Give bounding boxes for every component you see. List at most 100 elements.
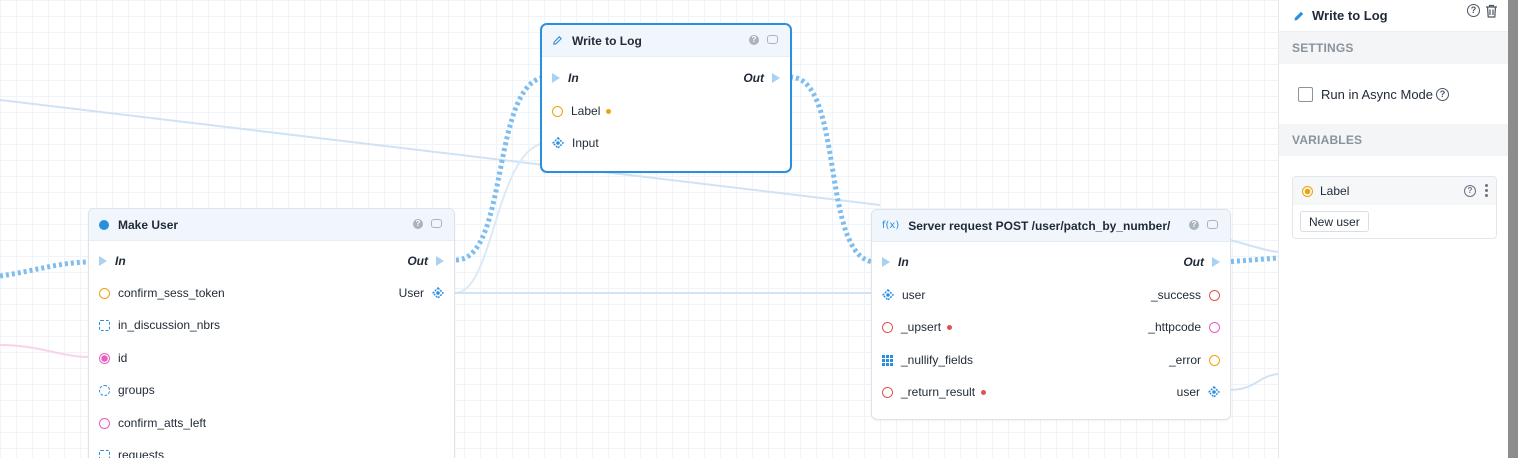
- input-port[interactable]: _upsert: [882, 319, 953, 335]
- trash-icon[interactable]: [1485, 4, 1498, 18]
- properties-panel: Write to Log ? SETTINGS Run in Async Mod…: [1278, 0, 1508, 458]
- string-type-icon: [1302, 185, 1313, 197]
- out-label: Out: [743, 71, 764, 85]
- node-title: Make User: [118, 217, 179, 232]
- input-port[interactable]: id: [99, 350, 127, 366]
- server-request-node[interactable]: f(x) Server request POST /user/patch_by_…: [871, 209, 1231, 420]
- boolean-port-icon: [1209, 289, 1220, 301]
- output-port[interactable]: _error: [1169, 352, 1220, 368]
- in-label: In: [115, 254, 126, 268]
- exec-arrow-icon: [552, 73, 560, 83]
- function-icon: f(x): [882, 220, 900, 231]
- exec-in-port[interactable]: In: [882, 254, 909, 270]
- variable-header: Label ?: [1293, 177, 1496, 205]
- port-label: _httpcode: [1148, 320, 1201, 334]
- flow-canvas[interactable]: Write to Log ? In Out Label Input Mak: [0, 0, 1278, 458]
- required-dot: [947, 324, 953, 330]
- boolean-port-icon: [882, 386, 893, 398]
- input-port[interactable]: groups: [99, 382, 155, 398]
- port-label: user: [1176, 385, 1200, 399]
- input-port[interactable]: user: [882, 287, 925, 303]
- input-port[interactable]: confirm_sess_token: [99, 285, 225, 301]
- exec-arrow-icon: [99, 256, 107, 266]
- port-label: _upsert: [901, 320, 942, 334]
- exec-arrow-icon: [1212, 257, 1220, 267]
- string-port-icon: [99, 287, 110, 299]
- port-label: confirm_atts_left: [118, 416, 207, 430]
- array-port-icon: [882, 354, 893, 366]
- exec-out-port[interactable]: Out: [407, 253, 444, 269]
- connection-wires: [0, 74, 1278, 391]
- object-port-icon: [1208, 386, 1220, 398]
- id-port-icon: [99, 352, 110, 364]
- exec-in-port[interactable]: In: [99, 253, 126, 269]
- node-status-icon: [99, 219, 109, 230]
- node-header[interactable]: Make User ?: [89, 209, 454, 241]
- variable-card: Label ? New user: [1292, 176, 1497, 239]
- make-user-node[interactable]: Make User ? In Out confirm_sess_token Us…: [88, 208, 455, 458]
- port-label: in_discussion_nbrs: [118, 318, 221, 332]
- write-to-log-node[interactable]: Write to Log ? In Out Label Input: [540, 23, 792, 173]
- object-port-icon: [432, 287, 444, 299]
- scrollbar[interactable]: [1508, 0, 1518, 458]
- port-label: id: [118, 351, 128, 365]
- label-port[interactable]: Label: [552, 103, 612, 119]
- boolean-port-icon: [882, 321, 893, 333]
- node-title: Write to Log: [572, 33, 642, 48]
- out-label: Out: [407, 254, 428, 268]
- async-mode-setting: Run in Async Mode ?: [1279, 64, 1508, 124]
- async-mode-checkbox[interactable]: [1298, 86, 1313, 102]
- object-port-icon: [552, 137, 564, 149]
- comment-icon[interactable]: [767, 35, 778, 44]
- port-label: _nullify_fields: [901, 353, 974, 367]
- in-label: In: [898, 255, 909, 269]
- in-label: In: [568, 71, 579, 85]
- pencil-icon: [553, 36, 562, 45]
- exec-out-port[interactable]: Out: [743, 70, 780, 86]
- string-port-icon: [1209, 354, 1220, 366]
- comment-icon[interactable]: [431, 219, 442, 228]
- output-port[interactable]: _httpcode: [1148, 319, 1220, 335]
- input-port[interactable]: requests: [99, 447, 164, 458]
- list-port-icon: [99, 449, 110, 458]
- number-port-icon: [99, 417, 110, 429]
- help-icon[interactable]: ?: [413, 219, 423, 229]
- user-output-port[interactable]: User: [399, 285, 444, 301]
- output-port[interactable]: _success: [1151, 287, 1220, 303]
- settings-section-header: SETTINGS: [1279, 32, 1508, 64]
- port-label: requests: [118, 448, 165, 458]
- help-icon[interactable]: ?: [1189, 220, 1199, 230]
- input-port[interactable]: _nullify_fields: [882, 352, 973, 368]
- out-label: Out: [1183, 255, 1204, 269]
- help-icon[interactable]: ?: [1467, 4, 1480, 17]
- port-label: Label: [571, 104, 601, 118]
- variable-name: Label: [1320, 184, 1350, 198]
- output-port[interactable]: user: [1177, 384, 1220, 400]
- variable-value-field[interactable]: New user: [1300, 211, 1369, 232]
- number-port-icon: [1209, 321, 1220, 333]
- panel-title: Write to Log: [1312, 8, 1388, 23]
- exec-arrow-icon: [772, 73, 780, 83]
- help-icon[interactable]: ?: [1436, 87, 1450, 101]
- exec-arrow-icon: [882, 257, 890, 267]
- port-label: User: [398, 286, 424, 300]
- port-label: _success: [1150, 288, 1201, 302]
- comment-icon[interactable]: [1207, 220, 1218, 229]
- set-port-icon: [99, 384, 110, 396]
- input-port[interactable]: in_discussion_nbrs: [99, 317, 220, 333]
- help-icon[interactable]: ?: [1464, 184, 1476, 197]
- string-port-icon: [552, 105, 563, 117]
- input-port[interactable]: confirm_atts_left: [99, 415, 206, 431]
- object-port-icon: [882, 289, 894, 301]
- input-port[interactable]: Input: [552, 135, 599, 151]
- help-icon[interactable]: ?: [749, 35, 759, 45]
- node-header[interactable]: Write to Log ?: [542, 25, 790, 57]
- required-dot: [606, 108, 612, 114]
- more-options-icon[interactable]: [1485, 184, 1488, 197]
- exec-out-port[interactable]: Out: [1183, 254, 1220, 270]
- port-label: Input: [572, 136, 599, 150]
- pencil-icon[interactable]: [1293, 10, 1305, 22]
- input-port[interactable]: _return_result: [882, 384, 987, 400]
- exec-in-port[interactable]: In: [552, 70, 579, 86]
- node-header[interactable]: f(x) Server request POST /user/patch_by_…: [872, 210, 1230, 242]
